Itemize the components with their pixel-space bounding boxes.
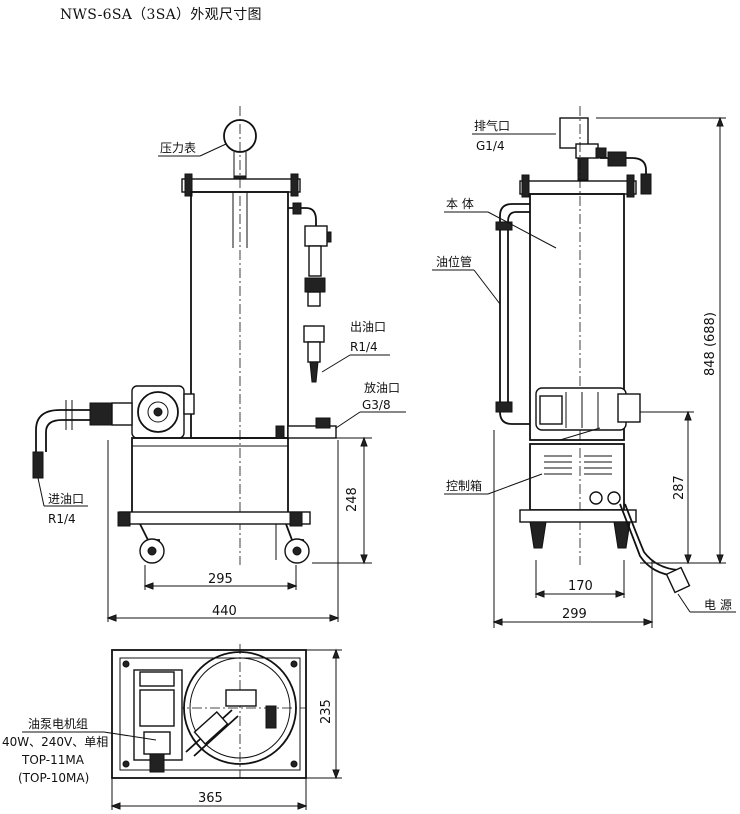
- outlet-size-label: R1/4: [350, 340, 378, 354]
- dim-side-total-height: 848 (688): [703, 312, 718, 376]
- side-view: [495, 106, 691, 594]
- dim-front-height: 248: [345, 487, 360, 512]
- front-base-frame: [131, 437, 289, 523]
- level-tube-label: 油位管: [436, 254, 472, 269]
- dimension-values: 295 440 248 848 (688) 287 170 299 235 36…: [198, 312, 718, 806]
- power-label: 电 源: [704, 598, 732, 612]
- control-box-label: 控制箱: [446, 478, 482, 493]
- outlet-label: 出油口: [350, 320, 386, 334]
- body-label: 本 体: [446, 197, 474, 211]
- top-view: [111, 644, 307, 779]
- inlet-size-label: R1/4: [48, 512, 76, 526]
- drawing-title: NWS-6SA（3SA）外观尺寸图: [60, 7, 262, 23]
- front-tank-body: [190, 191, 289, 439]
- pump-motor-label: 油泵电机组: [28, 717, 88, 731]
- pressure-gauge-label: 压力表: [160, 141, 196, 155]
- side-leaders: [432, 133, 736, 613]
- dim-side-inner-width: 170: [568, 579, 593, 594]
- top-leaders: [22, 731, 157, 741]
- front-leaders: [37, 143, 406, 507]
- dim-side-height: 287: [672, 475, 687, 500]
- dim-top-width: 365: [198, 791, 223, 806]
- front-dimensions: [106, 436, 372, 622]
- motor-model-alt-label: (TOP-10MA): [18, 771, 89, 785]
- top-outer-frame: [111, 649, 307, 779]
- drain-size-label: G3/8: [362, 398, 391, 412]
- dim-front-inner-width: 295: [208, 572, 233, 587]
- side-tank-body: [529, 193, 625, 441]
- top-dimensions: [110, 648, 342, 810]
- dim-side-width: 299: [562, 607, 587, 622]
- dim-top-depth: 235: [319, 699, 334, 724]
- vent-size-label: G1/4: [476, 139, 505, 153]
- side-dimensions: [492, 116, 726, 628]
- front-view: [32, 106, 337, 565]
- motor-spec-label: 40W、240V、单相: [2, 735, 108, 749]
- inlet-label: 进油口: [48, 492, 84, 506]
- dim-front-width: 440: [212, 604, 237, 619]
- vent-label: 排气口: [474, 118, 510, 133]
- drain-label: 放油口: [364, 380, 400, 395]
- motor-model-label: TOP-11MA: [21, 753, 85, 767]
- labels: 压力表 出油口 R1/4 放油口 G3/8 进油口 R1/4 排气口 G1/4 …: [2, 118, 732, 785]
